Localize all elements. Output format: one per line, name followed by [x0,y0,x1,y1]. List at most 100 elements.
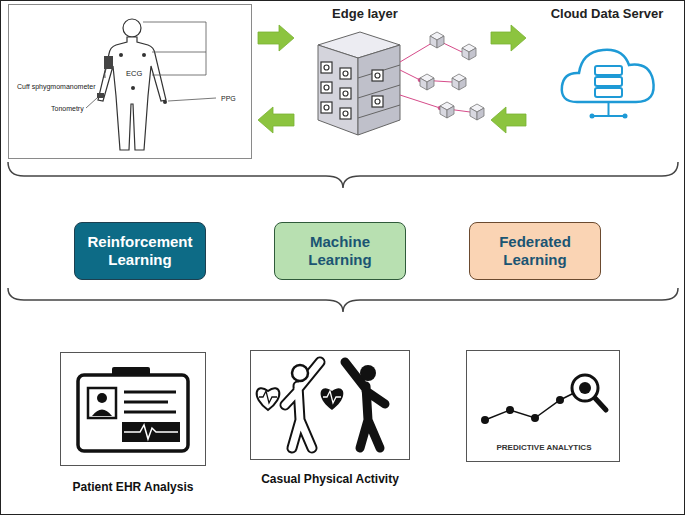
network-links-part [400,70,420,80]
illustration-frame [60,352,206,466]
caption-label: Casual Physical Activity [250,472,410,486]
rack-ports-part [375,99,380,104]
part-label: Cuff sphygmomanometer [17,83,95,91]
rack-ports-part [321,62,332,73]
method-box: Machine Learning [274,222,406,280]
rack-ports-part [343,71,348,76]
figure-panel: Cuff sphygmomanometerTonometryECGPPG [8,4,252,159]
rack-ports [321,62,383,119]
record-card-icon-part [124,411,176,414]
trend-icon-part [506,406,514,414]
rack-ports-part [343,111,348,116]
rack-ports-part [372,70,383,81]
rack-ports-part [321,82,332,93]
record-card-icon-part [88,388,116,418]
network-links [400,40,470,112]
record-card-icon-part [124,401,168,404]
network-cubes-part [440,102,454,118]
method-box: Reinforcement Learning [74,222,206,280]
part-label: PPG [221,95,236,103]
exercise-icon-part-part [285,362,320,448]
network-cubes-part [470,104,484,120]
trend-icon-part [556,396,564,404]
server-rack-part [358,45,400,135]
exercise-icon-part [259,391,277,403]
exercise-icon-part [257,388,280,410]
node-heading: Edge layer [300,6,430,22]
method-box: Federated Learning [469,222,601,280]
human-figure-part [123,19,141,37]
storage-icon-part [594,115,623,117]
exercise-icon-part [323,391,341,403]
layer-node: Edge layer [300,4,485,154]
block-arrow [258,107,294,133]
caption-label: Patient EHR Analysis [60,480,206,494]
leader-lines-part [152,75,206,76]
rack-ports-part [343,91,348,96]
record-card-icon-part [92,410,112,417]
record-card-icon-part [124,391,176,394]
illustration-panel: Casual Physical Activity [250,350,410,490]
rack-ports-part [340,88,351,99]
rack-ports-part [340,108,351,119]
server-rack-part [318,45,358,135]
rack-ports-part [375,73,380,78]
storage-icon-part [595,66,622,75]
box-label: Machine Learning [283,233,397,269]
illustration-frame [250,350,410,460]
storage-icon-part [608,102,610,116]
box-label: Reinforcement Learning [83,233,197,269]
sensor-marks [97,53,167,104]
exercise-icon-part [292,365,308,381]
sensor-marks-part [104,56,113,69]
rack-ports-part [340,68,351,79]
leader-lines [86,22,216,108]
illustration-panel: PREDICTIVE ANALYTICS [466,350,620,462]
server-rack [318,32,400,135]
network-cubes-part [462,44,476,60]
trend-icon [481,375,606,424]
rack-ports-part [372,96,383,107]
box-label: Federated Learning [478,233,592,269]
network-cubes-part [430,32,444,48]
rack-ports-part [321,102,332,113]
exercise-icon-part-part [285,362,320,448]
grouping-brace [8,288,678,312]
block-arrow [258,25,294,51]
leader-lines-part [143,22,206,23]
storage-icon [562,50,654,119]
storage-icon-part [562,50,654,102]
record-card-icon-part [78,375,188,451]
rack-ports-part [324,65,329,70]
exercise-icon-part [285,362,385,448]
storage-icon-part [590,114,595,119]
trend-icon-part [572,375,598,401]
network-cubes [420,32,484,120]
exercise-icon-part [321,388,344,410]
grouping-brace [8,162,678,188]
rack-ports-part [324,85,329,90]
record-card-icon-part [97,393,107,403]
trend-icon-part [485,393,574,420]
sensor-marks-part [142,53,146,57]
rack-ports-part [324,105,329,110]
record-card-icon-part [122,422,180,442]
leader-lines-part [152,52,206,53]
exercise-icon-part-part [345,362,385,448]
storage-icon-part [595,88,622,97]
record-card-icon-part [124,425,178,439]
human-figure-part [98,37,166,150]
trend-icon-part [481,416,489,424]
sensor-marks-part [97,93,104,98]
sensor-marks-part [131,86,135,90]
network-cubes-part [452,74,466,90]
caption-label: PREDICTIVE ANALYTICS [467,443,621,453]
exercise-icon [257,362,385,448]
illustration-panel: Patient EHR Analysis [60,352,206,502]
sensor-marks-part [105,69,106,78]
leader-lines-part [206,22,207,75]
node-heading: Cloud Data Server [532,6,682,22]
record-card-icon [78,367,188,451]
